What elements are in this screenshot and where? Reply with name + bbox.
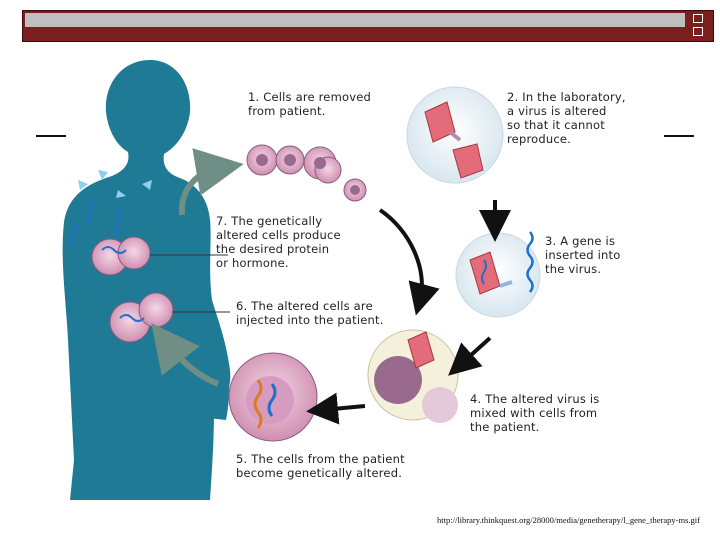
human-body-silhouette <box>62 60 231 500</box>
body-cells-step6 <box>109 292 174 343</box>
virus-bubble-step2 <box>406 86 504 184</box>
right-side-rule <box>664 135 694 137</box>
virus-cell-mix-bubble-step4 <box>367 329 459 423</box>
leader-lines <box>150 254 230 313</box>
step-3-label: 3. A gene is inserted into the virus. <box>545 234 621 276</box>
slide-header-corner <box>685 11 713 41</box>
corner-box-icon <box>693 27 703 36</box>
step-4-label: 4. The altered virus is mixed with cells… <box>470 392 600 434</box>
step-1-label: 1. Cells are removed from patient. <box>248 90 371 118</box>
step-6-label: 6. The altered cells are injected into t… <box>236 299 384 327</box>
removed-cells-step1 <box>246 144 367 202</box>
altered-cell-step5 <box>228 352 318 442</box>
slide-header-bar <box>22 10 714 42</box>
left-side-rule <box>36 135 66 137</box>
step-7-label: 7. The genetically altered cells produce… <box>216 214 341 270</box>
step-2-label: 2. In the laboratory, a virus is altered… <box>507 90 626 146</box>
cycle-arrows <box>306 200 511 425</box>
slide-header-inner-band <box>25 13 711 27</box>
source-url-caption: http://library.thinkquest.org/28000/medi… <box>437 515 700 525</box>
protein-markers <box>78 170 152 198</box>
body-cells-step7 <box>91 236 151 276</box>
step-5-label: 5. The cells from the patient become gen… <box>236 452 405 480</box>
protein-squiggles <box>71 199 121 247</box>
gene-insertion-bubble-step3 <box>455 231 541 318</box>
gray-arrows <box>151 148 244 387</box>
corner-box-icon <box>693 14 703 23</box>
